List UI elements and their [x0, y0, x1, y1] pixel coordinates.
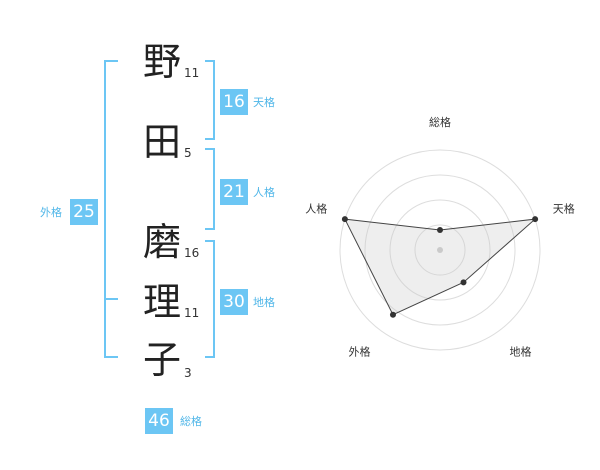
radar-center-dot — [437, 247, 443, 253]
radar-point-3 — [460, 279, 467, 286]
stroke-count-4: 11 — [184, 306, 200, 320]
radar-axis-label-2: 天格 — [553, 202, 575, 216]
radar-point-1 — [437, 227, 443, 233]
gaikaku-bracket-tick — [104, 298, 118, 300]
soukaku-value-badge: 46 — [145, 408, 173, 434]
stroke-count-1: 11 — [184, 66, 200, 80]
chikaku-value-badge: 30 — [220, 289, 248, 315]
stroke-count-5: 3 — [184, 366, 192, 380]
radar-ring-3 — [364, 174, 516, 326]
gaikaku-value-badge: 25 — [70, 199, 98, 225]
jinkaku-value-badge: 21 — [220, 179, 248, 205]
tenkaku-label: 天格 — [253, 96, 275, 109]
gaikaku-label: 外格 — [40, 206, 62, 219]
radar-axis-label-4: 外格 — [349, 344, 371, 358]
radar-axis-label-3: 地格 — [509, 344, 531, 358]
radar-data-polygon — [344, 218, 537, 316]
tenkaku-bracket — [205, 60, 215, 140]
tenkaku-value-badge: 16 — [220, 89, 248, 115]
gaikaku-bracket — [104, 60, 118, 358]
jinkaku-label: 人格 — [253, 186, 275, 199]
radar-ring-1 — [414, 224, 466, 276]
chikaku-bracket — [205, 240, 215, 358]
chikaku-label: 地格 — [253, 296, 275, 309]
name-char-4: 理 — [142, 280, 181, 324]
radar-axis-label-1: 総格 — [429, 115, 451, 129]
radar-ring-4 — [339, 149, 541, 351]
stroke-count-2: 5 — [184, 146, 192, 160]
radar-point-4 — [389, 311, 396, 318]
name-char-2: 田 — [142, 120, 181, 164]
stroke-count-3: 16 — [184, 246, 200, 260]
soukaku-label: 総格 — [180, 415, 202, 428]
name-char-5: 子 — [142, 338, 181, 382]
radar-point-2 — [532, 216, 539, 223]
name-char-3: 磨 — [142, 220, 181, 264]
name-char-1: 野 — [142, 40, 181, 84]
radar-axis-label-5: 人格 — [305, 202, 327, 216]
radar-point-5 — [341, 216, 348, 223]
jinkaku-bracket — [205, 148, 215, 230]
radar-ring-2 — [389, 199, 491, 301]
